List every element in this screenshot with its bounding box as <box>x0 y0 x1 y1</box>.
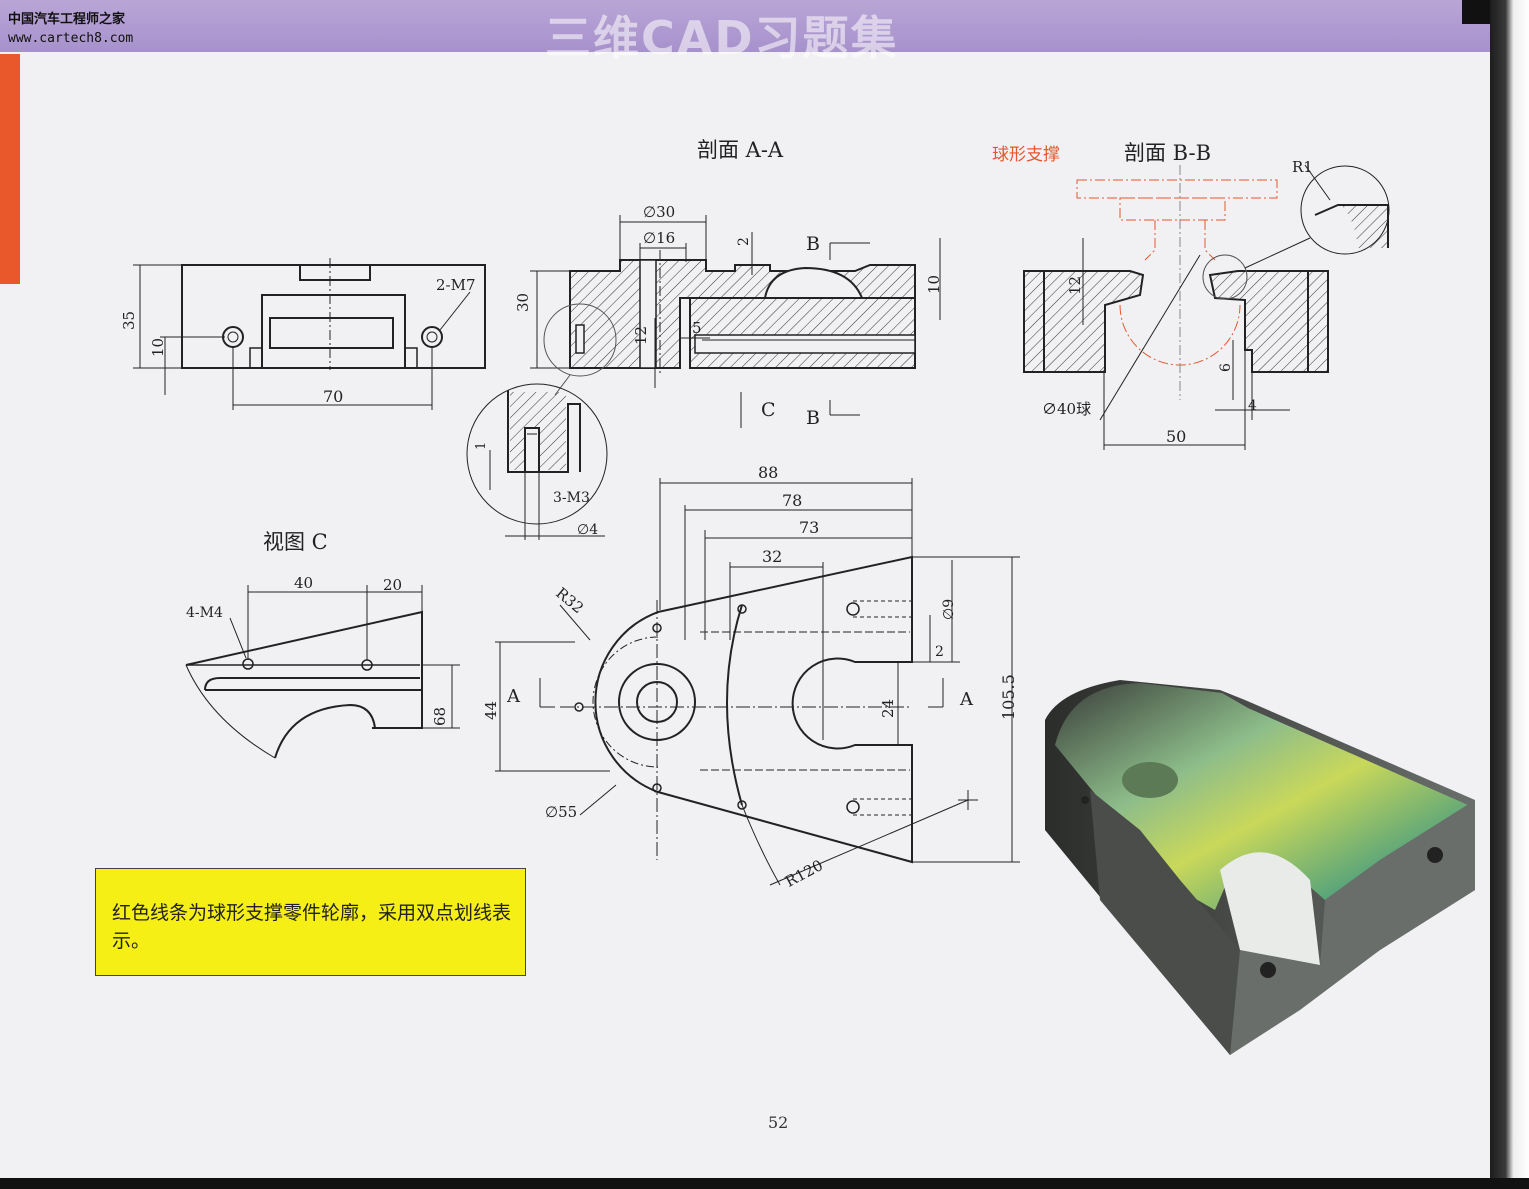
hole-2-m7: 2-M7 <box>436 276 476 294</box>
front-view <box>181 264 486 369</box>
section-bb <box>1023 165 1390 373</box>
dim-d30: ∅30 <box>643 203 675 221</box>
dim-d9: ∅9 <box>941 599 957 620</box>
dim-32: 32 <box>762 547 782 566</box>
dim-12-bb: 12 <box>1066 276 1084 295</box>
side-tab <box>0 54 20 284</box>
dim-10: 10 <box>149 338 167 357</box>
header-banner: 三维CAD习题集 <box>0 0 1490 65</box>
detail-view <box>466 383 608 540</box>
detail-dim-d4: ∅4 <box>577 522 598 538</box>
dim-78: 78 <box>782 491 802 510</box>
part-3d-render <box>1045 680 1475 1055</box>
red-label: 球形支撑 <box>992 145 1060 165</box>
section-aa-dims <box>530 215 941 428</box>
detail-dim-1: 1 <box>474 442 489 450</box>
section-mark-a-left: A <box>506 686 521 707</box>
view-arrow-c: C <box>761 399 776 421</box>
watermark-name: 中国汽车工程师之家 <box>8 12 126 27</box>
dim-5: 5 <box>692 319 702 337</box>
view-c-title: 视图 C <box>263 530 328 554</box>
dim-105-5: 105.5 <box>999 674 1018 720</box>
plan-view <box>574 555 913 864</box>
watermark-url: www.cartech8.com <box>8 31 134 46</box>
book-title: 三维CAD习题集 <box>545 11 899 65</box>
page-number: 52 <box>768 1113 789 1132</box>
dim-73: 73 <box>799 518 819 537</box>
dim-sphere-40: ∅40球 <box>1042 400 1091 418</box>
view-c <box>185 610 423 759</box>
dim-r1: R1 <box>1292 158 1313 176</box>
dim-88: 88 <box>758 463 778 482</box>
dim-50: 50 <box>1166 427 1186 446</box>
section-arrow-b-bottom: B <box>806 407 820 429</box>
dim-30: 30 <box>514 293 532 312</box>
dim-6: 6 <box>1218 363 1234 372</box>
dim-d55: ∅55 <box>545 803 577 821</box>
dim-10b: 10 <box>925 275 943 294</box>
section-bb-title: 剖面 B-B <box>1124 141 1211 165</box>
hole-4-m4: 4-M4 <box>186 605 223 621</box>
dim-70: 70 <box>323 387 343 406</box>
dim-r120: R120 <box>782 856 826 891</box>
dim-40-c: 40 <box>294 574 313 592</box>
book-spine <box>1490 0 1529 1189</box>
technical-drawing: 35 10 70 2-M7 剖面 A-A ∅30 ∅16 2 30 12 5 1… <box>120 138 1475 1055</box>
dim-12: 12 <box>632 326 650 345</box>
dim-d16: ∅16 <box>643 229 675 247</box>
section-mark-a-right: A <box>959 689 974 710</box>
note-box: 红色线条为球形支撑零件轮廓，采用双点划线表示。 <box>95 868 526 976</box>
note-text: 红色线条为球形支撑零件轮廓，采用双点划线表示。 <box>112 902 512 952</box>
plan-view-dims <box>495 478 1020 886</box>
front-view-dims <box>133 258 471 410</box>
dim-4-bb: 4 <box>1248 398 1257 414</box>
detail-thread: 3-M3 <box>553 490 590 506</box>
bottom-edge <box>0 1178 1529 1189</box>
dim-2-plan: 2 <box>935 644 944 660</box>
section-aa-title: 剖面 A-A <box>697 138 784 162</box>
dim-20-c: 20 <box>383 576 402 594</box>
dim-2: 2 <box>736 237 752 246</box>
section-arrow-b-top: B <box>806 233 820 255</box>
dim-24: 24 <box>879 699 897 718</box>
ball-support-outline <box>1076 165 1278 400</box>
section-aa <box>569 259 916 369</box>
view-c-dims <box>229 585 460 729</box>
dim-44: 44 <box>482 701 500 720</box>
dim-35: 35 <box>120 311 138 330</box>
section-bb-dims <box>1082 164 1331 450</box>
dim-68: 68 <box>431 707 449 726</box>
dim-r32: R32 <box>552 584 587 617</box>
